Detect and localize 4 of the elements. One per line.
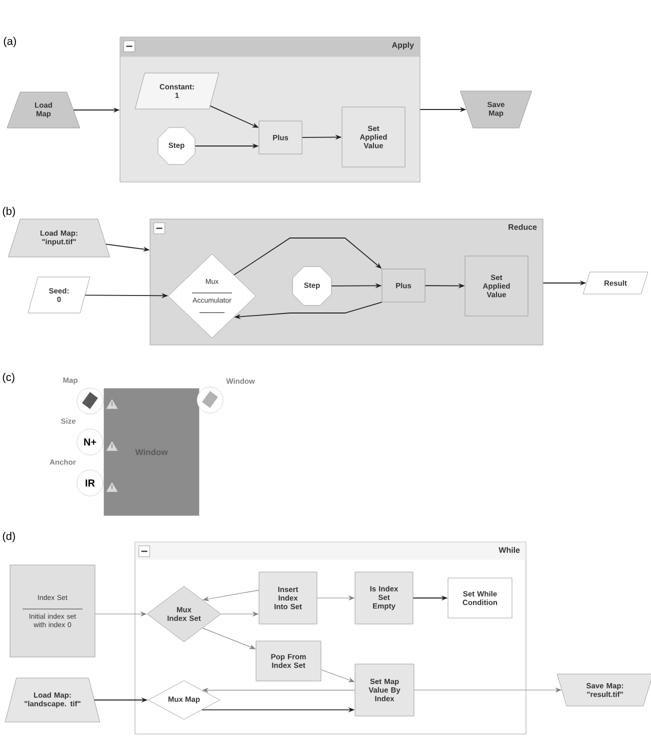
panel-label: (a) — [4, 36, 16, 48]
panel-label: (d) — [2, 532, 15, 542]
panel-label: (b) — [2, 206, 15, 218]
panel-label: (c) — [2, 372, 14, 384]
